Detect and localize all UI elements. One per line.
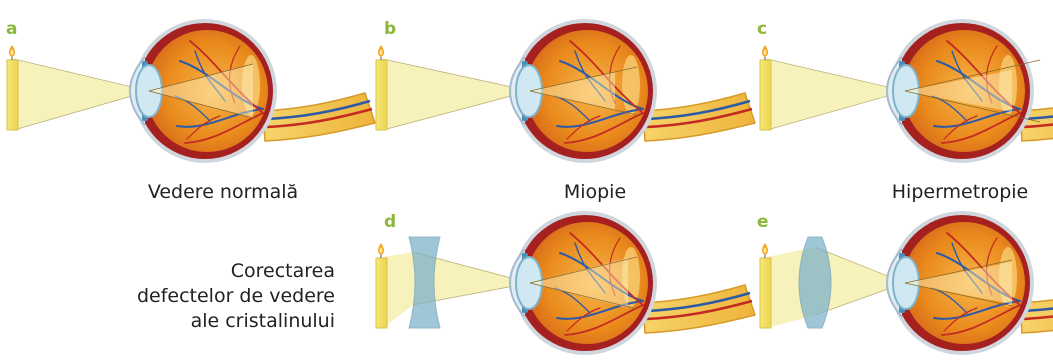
candle-icon — [760, 243, 771, 328]
candle-icon — [760, 45, 771, 130]
panel-caption: Vedere normală — [148, 181, 298, 203]
light-cone — [14, 59, 149, 130]
light-cone — [383, 59, 530, 130]
panel-c: c Hipermetropie — [757, 19, 1053, 203]
panel-d: d — [376, 211, 755, 355]
panel-letter: b — [384, 19, 396, 39]
correction-label-line2: defectelor de vedere — [137, 285, 335, 307]
panel-caption: Hipermetropie — [892, 181, 1029, 203]
candle-icon — [376, 243, 387, 328]
convex-lens-icon — [799, 237, 831, 328]
panel-caption: Miopie — [564, 181, 626, 203]
panel-letter: d — [384, 212, 396, 232]
light-cone — [767, 59, 905, 130]
panel-letter: e — [757, 212, 769, 232]
correction-label-line1: Corectarea — [231, 260, 335, 282]
candle-icon — [7, 45, 18, 130]
panel-b: b Miopie — [376, 19, 755, 203]
panel-letter: c — [757, 19, 767, 39]
correction-label-line3: ale cristalinului — [191, 310, 335, 332]
candle-icon — [376, 45, 387, 130]
panel-a: a Vedere normală — [6, 19, 375, 203]
correction-label: Corectarea defectelor de vedere ale cris… — [137, 260, 335, 332]
panel-e: e — [757, 211, 1053, 355]
panel-letter: a — [6, 19, 17, 39]
